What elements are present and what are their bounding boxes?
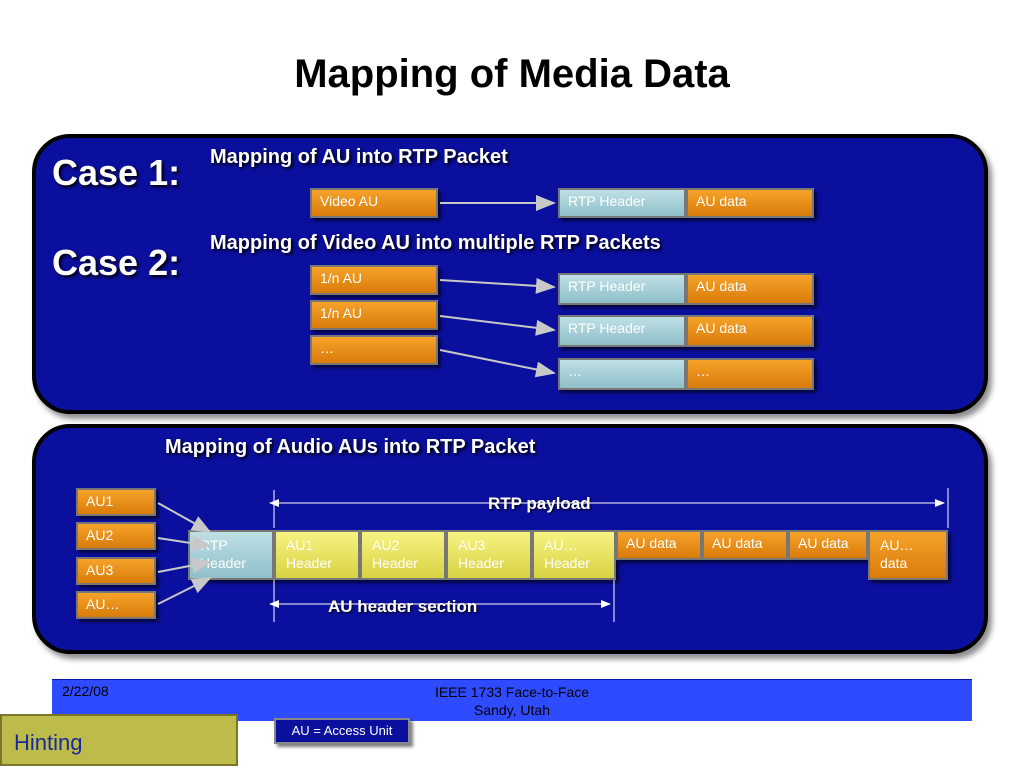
audio-source-box: AU2 [76,522,156,550]
case1-au-data-box: AU data [686,188,814,218]
audio-rtp-header-line2: Header [200,555,246,571]
au-header-box: AU2 Header [360,530,446,580]
case2-source-box: … [310,335,438,365]
case2-au-data-box: AU data [686,273,814,305]
hinting-label: Hinting [14,730,83,755]
au-last-data-line2: data [880,555,908,571]
hinting-tab: Hinting [0,714,238,766]
audio-au-last-data-box: AU… data [868,530,948,580]
slide-title: Mapping of Media Data [294,52,730,96]
case2-source-box: 1/n AU [310,265,438,295]
audio-au-data-box: AU data [788,530,868,560]
au-header-box: AU1 Header [274,530,360,580]
case1-rtp-header-box: RTP Header [558,188,686,218]
audio-rtp-header-line1: RTP [200,537,228,553]
au-header-line1: AU2 [372,537,400,553]
au-header-line1: AU3 [458,537,486,553]
case2-heading: Mapping of Video AU into multiple RTP Pa… [210,232,661,254]
access-unit-legend: AU = Access Unit [274,718,410,744]
audio-au-data-box: AU data [616,530,702,560]
au-header-line1: AU… [544,537,578,553]
case2-rtp-header-box: RTP Header [558,273,686,305]
case1-heading: Mapping of AU into RTP Packet [210,146,508,168]
case2-source-box: 1/n AU [310,300,438,330]
au-header-section-label: AU header section [328,597,478,616]
case2-au-data-box: AU data [686,315,814,347]
au-header-line2: Header [544,555,590,571]
footer-line1: IEEE 1733 Face-to-Face [434,684,590,700]
case2-rtp-header-box: … [558,358,686,390]
footer-date: 2/22/08 [62,683,109,699]
case1-label: Case 1: [52,152,181,193]
audio-source-box: AU1 [76,488,156,516]
case2-au-data-box: … [686,358,814,390]
case1-video-au-box: Video AU [310,188,438,218]
audio-source-box: AU3 [76,557,156,585]
audio-heading: Mapping of Audio AUs into RTP Packet [165,436,536,458]
au-header-line2: Header [458,555,504,571]
au-header-line2: Header [286,555,332,571]
audio-rtp-header-box: RTP Header [188,530,274,580]
audio-source-box: AU… [76,591,156,619]
au-last-data-line1: AU… [880,537,914,553]
footer-event: IEEE 1733 Face-to-Face Sandy, Utah [52,683,972,719]
footer-line2: Sandy, Utah [473,702,550,718]
case2-rtp-header-box: RTP Header [558,315,686,347]
au-header-line1: AU1 [286,537,314,553]
au-header-line2: Header [372,555,418,571]
rtp-payload-label: RTP payload [488,494,591,513]
au-header-box: AU… Header [532,530,616,580]
audio-au-data-box: AU data [702,530,788,560]
case2-label: Case 2: [52,242,181,283]
au-header-box: AU3 Header [446,530,532,580]
